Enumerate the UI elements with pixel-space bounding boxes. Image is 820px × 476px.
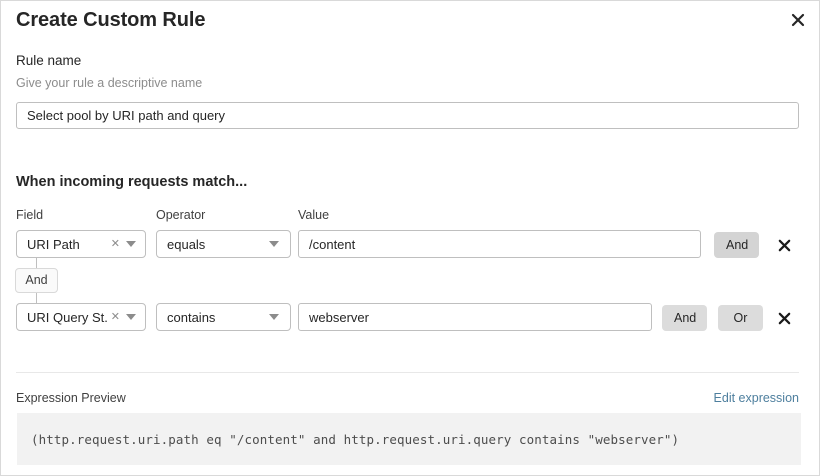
and-button-row-2[interactable]: And	[662, 305, 707, 331]
section-divider	[16, 372, 799, 373]
dialog-title: Create Custom Rule	[16, 9, 206, 31]
operator-select-value-row-2: contains	[167, 309, 216, 325]
value-input-row-1[interactable]	[298, 230, 701, 258]
column-header-value: Value	[298, 208, 330, 222]
field-select-row-2[interactable]: URI Query St... ✕	[16, 303, 146, 331]
column-header-field: Field	[16, 208, 44, 222]
group-operator-chip[interactable]: And	[15, 268, 58, 293]
operator-select-row-1[interactable]: equals	[156, 230, 291, 258]
operator-select-value-row-1: equals	[167, 236, 206, 252]
group-connector-line-top	[36, 258, 37, 268]
rule-name-input[interactable]	[16, 102, 799, 129]
field-select-value-row-1: URI Path	[27, 236, 80, 252]
expression-preview-code-box: (http.request.uri.path eq "/content" and…	[17, 413, 801, 465]
chevron-down-icon-operator-row-1[interactable]	[269, 241, 279, 247]
clear-x-icon-field-row-1[interactable]: ✕	[110, 237, 120, 250]
field-select-row-1[interactable]: URI Path ✕	[16, 230, 146, 258]
expression-preview-code-text: (http.request.uri.path eq "/content" and…	[31, 431, 680, 447]
edit-expression-link[interactable]: Edit expression	[713, 391, 799, 405]
rule-name-label: Rule name	[16, 53, 82, 68]
clear-x-icon-field-row-2[interactable]: ✕	[110, 310, 120, 323]
column-header-operator: Operator	[156, 208, 206, 222]
chevron-down-icon-field-row-2[interactable]	[126, 314, 136, 320]
chevron-down-icon-field-row-1[interactable]	[126, 241, 136, 247]
match-section-heading: When incoming requests match...	[16, 174, 248, 190]
remove-condition-icon-row-1[interactable]	[773, 234, 795, 256]
value-input-row-2[interactable]	[298, 303, 652, 331]
and-button-row-1[interactable]: And	[714, 232, 759, 258]
operator-select-row-2[interactable]: contains	[156, 303, 291, 331]
group-connector-line-bottom	[36, 293, 37, 303]
field-select-value-row-2: URI Query St...	[27, 309, 109, 325]
close-icon[interactable]	[785, 7, 811, 33]
rule-name-hint: Give your rule a descriptive name	[16, 76, 203, 90]
or-button-row-2[interactable]: Or	[718, 305, 763, 331]
chevron-down-icon-operator-row-2[interactable]	[269, 314, 279, 320]
expression-preview-label: Expression Preview	[16, 391, 126, 405]
remove-condition-icon-row-2[interactable]	[773, 307, 795, 329]
